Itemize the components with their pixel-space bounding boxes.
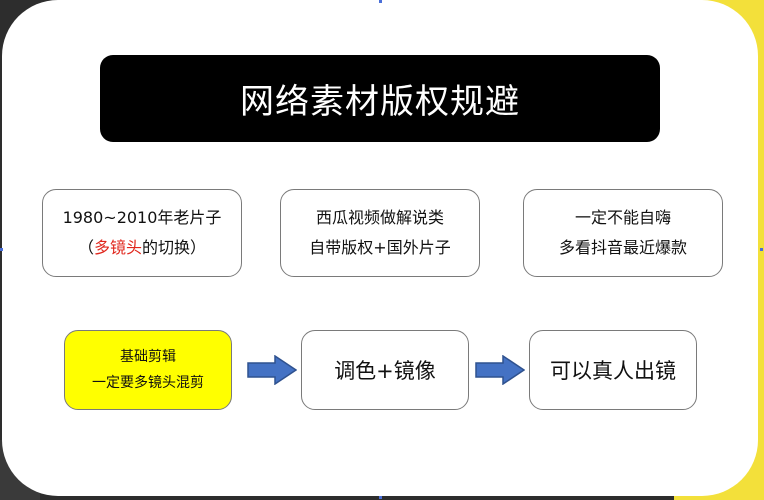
source-box-line: 西瓜视频做解说类 [315,208,444,227]
step-line: 一定要多镜头混剪 [92,375,204,391]
source-box-line: 多看抖音最近爆款 [558,238,687,257]
selection-handle [760,248,763,251]
step-label: 调色+镜像 [334,359,436,383]
step-basic-editing: 基础剪辑 一定要多镜头混剪 [64,330,232,410]
source-box-old-films: 1980~2010年老片子 （多镜头的切换） [42,189,242,277]
right-arrow-icon [247,355,297,385]
step-color-mirror: 调色+镜像 [301,330,469,410]
step-line: 基础剪辑 [120,349,176,365]
source-box-line: 1980~2010年老片子 [62,208,222,227]
paren-close-text: 的切换） [142,238,207,257]
source-box-douyin: 一定不能自嗨 多看抖音最近爆款 [523,189,723,277]
source-box-line: （多镜头的切换） [78,233,206,263]
source-box-line: 一定不能自嗨 [574,208,671,227]
slide-title: 网络素材版权规避 [100,55,660,142]
slide-title-text: 网络素材版权规避 [240,82,520,122]
selection-handle [379,496,382,499]
selection-handle [0,248,3,251]
step-label: 可以真人出镜 [550,359,676,383]
step-on-camera: 可以真人出镜 [529,330,697,410]
source-box-line: 自带版权+国外片子 [309,238,451,257]
selection-handle [379,0,382,3]
paren-open: （ [77,238,94,257]
source-box-xigua: 西瓜视频做解说类 自带版权+国外片子 [280,189,480,277]
right-arrow-icon [475,355,525,385]
highlight-text: 多镜头 [93,238,142,257]
